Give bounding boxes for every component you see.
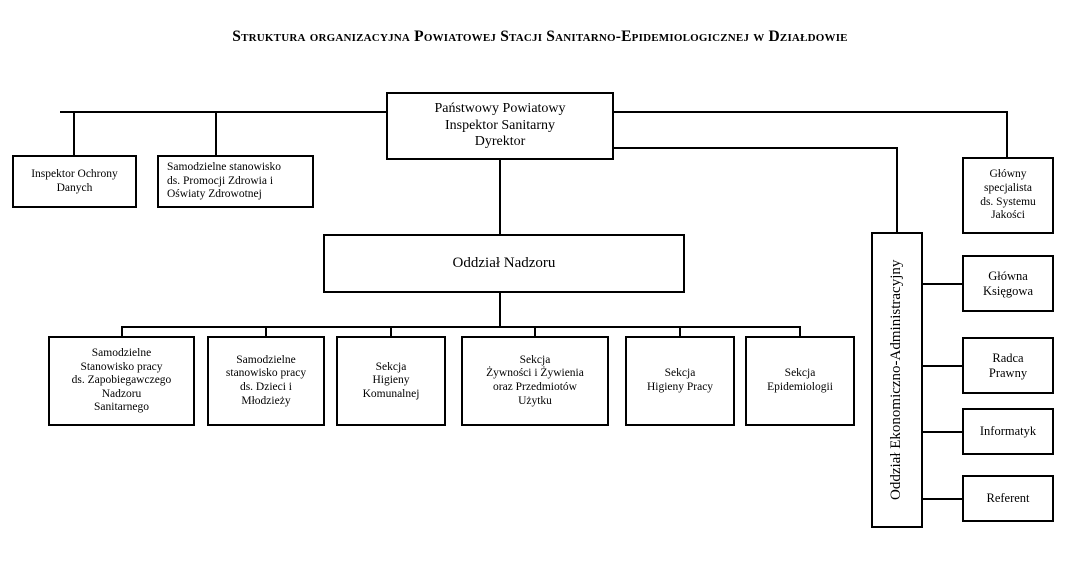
node-dzieci-i-mlodziez[interactable]: Samodzielne stanowisko pracy ds. Dzieci … xyxy=(207,336,325,426)
node-zywnosc-zywienie[interactable]: Sekcja Żywności i Żywienia oraz Przedmio… xyxy=(461,336,609,426)
connector-right-bus xyxy=(612,111,1008,113)
node-oddzial-nadzoru-label: Oddział Nadzoru xyxy=(452,254,556,271)
node-glowna-ksiegowa-label: Główna Księgowa xyxy=(983,268,1033,298)
node-oddzial-ekonomiczno-administracyjny-label: Oddział Ekonomiczno-Administracyjny xyxy=(888,259,905,501)
connector-to-promocja-zdrowia xyxy=(215,111,217,157)
connector-oddzial-nadzoru-stem xyxy=(499,292,501,328)
connector-right-bus-lower xyxy=(612,147,898,149)
node-radca-prawny[interactable]: Radca Prawny xyxy=(962,337,1054,394)
node-oddzial-ekonomiczno-administracyjny[interactable]: Oddział Ekonomiczno-Administracyjny xyxy=(871,232,923,528)
connector-to-oddzial-ekonomiczny xyxy=(896,147,898,233)
node-inspektor-ochrony-danych-label: Inspektor Ochrony Danych xyxy=(31,167,118,194)
connector-to-zapobiegawczy-nadzor-sanitarny xyxy=(121,326,123,337)
node-oddzial-nadzoru[interactable]: Oddział Nadzoru xyxy=(323,234,685,293)
connector-to-glowny-specjalista xyxy=(1006,111,1008,157)
connector-to-higiena-komunalna xyxy=(390,326,392,337)
node-epidemiologia-label: Sekcja Epidemiologii xyxy=(767,367,833,393)
connector-to-radca-prawny xyxy=(922,365,963,367)
node-dzieci-i-mlodziez-label: Samodzielne stanowisko pracy ds. Dzieci … xyxy=(225,353,307,407)
node-dyrektor-label: Państwowy Powiatowy Inspektor Sanitarny … xyxy=(434,101,566,150)
node-informatyk[interactable]: Informatyk xyxy=(962,408,1054,455)
node-glowna-ksiegowa[interactable]: Główna Księgowa xyxy=(962,255,1054,312)
node-zapobiegawczy-nadzor-sanitarny[interactable]: Samodzielne Stanowisko pracy ds. Zapobie… xyxy=(48,336,195,426)
node-higiena-komunalna[interactable]: Sekcja Higieny Komunalnej xyxy=(336,336,446,426)
page-title: Struktura organizacyjna Powiatowej Stacj… xyxy=(232,28,848,45)
node-zapobiegawczy-nadzor-sanitarny-label: Samodzielne Stanowisko pracy ds. Zapobie… xyxy=(71,347,172,414)
node-higiena-pracy-label: Sekcja Higieny Pracy xyxy=(646,367,714,393)
node-promocja-zdrowia-label: Samodzielne stanowisko ds. Promocji Zdro… xyxy=(167,161,282,201)
connector-to-higiena-pracy xyxy=(679,326,681,337)
connector-left-bus xyxy=(60,111,388,113)
connector-dyrektor-to-oddzial-nadzoru xyxy=(499,159,501,235)
connector-to-dzieci-i-mlodziez xyxy=(265,326,267,337)
node-inspektor-ochrony-danych[interactable]: Inspektor Ochrony Danych xyxy=(12,155,137,208)
node-glowny-specjalista-jakosci[interactable]: Główny specjalista ds. Systemu Jakości xyxy=(962,157,1054,234)
connector-to-referent xyxy=(922,498,963,500)
connector-to-inspektor-ochrony-danych xyxy=(73,111,75,157)
node-higiena-pracy[interactable]: Sekcja Higieny Pracy xyxy=(625,336,735,426)
node-higiena-komunalna-label: Sekcja Higieny Komunalnej xyxy=(362,360,420,400)
connector-to-epidemiologia xyxy=(799,326,801,337)
connector-nadzor-distribution-bar xyxy=(121,326,800,328)
connector-to-glowna-ksiegowa xyxy=(922,283,963,285)
node-radca-prawny-label: Radca Prawny xyxy=(988,350,1028,380)
connector-to-informatyk xyxy=(922,431,963,433)
node-referent[interactable]: Referent xyxy=(962,475,1054,522)
node-promocja-zdrowia[interactable]: Samodzielne stanowisko ds. Promocji Zdro… xyxy=(157,155,314,208)
connector-to-zywnosc-zywienie xyxy=(534,326,536,337)
node-glowny-specjalista-jakosci-label: Główny specjalista ds. Systemu Jakości xyxy=(980,168,1036,222)
node-dyrektor[interactable]: Państwowy Powiatowy Inspektor Sanitarny … xyxy=(386,92,614,160)
node-zywnosc-zywienie-label: Sekcja Żywności i Żywienia oraz Przedmio… xyxy=(486,353,584,407)
node-informatyk-label: Informatyk xyxy=(979,424,1037,439)
node-epidemiologia[interactable]: Sekcja Epidemiologii xyxy=(745,336,855,426)
node-referent-label: Referent xyxy=(986,491,1030,506)
